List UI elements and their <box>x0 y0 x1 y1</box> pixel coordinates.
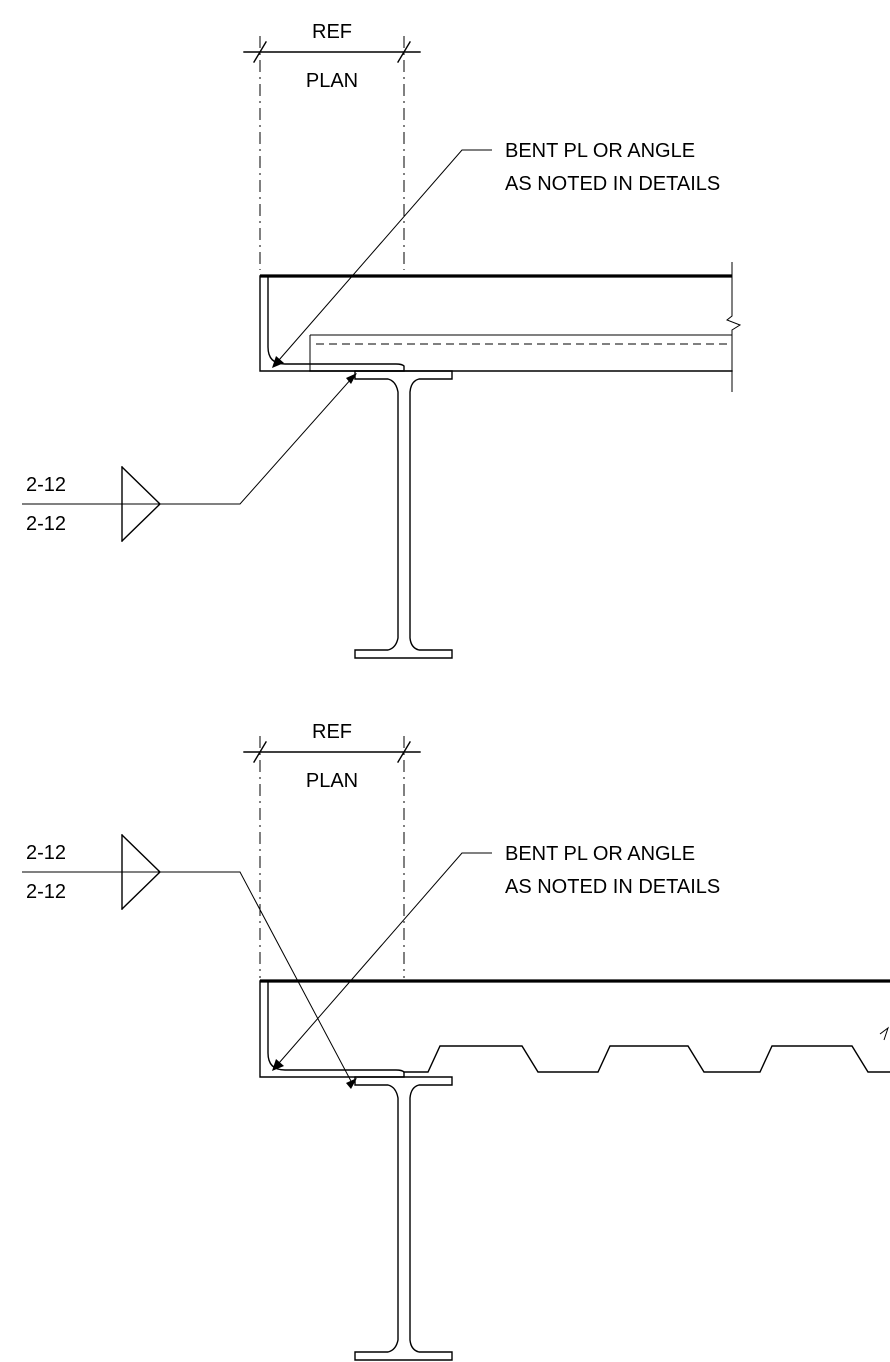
weld-bottom-label: 2-12 <box>26 513 66 535</box>
concrete-slab <box>260 262 742 392</box>
detail-2: REF PLAN BENT PL OR ANGLE AS NOTED IN DE… <box>22 721 890 1361</box>
note-line-2: AS NOTED IN DETAILS <box>505 173 720 195</box>
weld-symbol: 2-12 2-12 <box>22 834 357 1089</box>
ref-label: REF <box>312 721 352 743</box>
break-line <box>726 262 742 392</box>
plate-note: BENT PL OR ANGLE AS NOTED IN DETAILS <box>272 843 720 1071</box>
bent-plate <box>259 275 405 372</box>
bent-plate <box>259 980 405 1078</box>
metal-deck-slab <box>260 979 890 1073</box>
leader-arrow <box>272 356 284 368</box>
weld-top-label: 2-12 <box>26 474 66 496</box>
steel-beam <box>354 370 453 659</box>
note-line-1: BENT PL OR ANGLE <box>505 140 695 162</box>
ref-dimension: REF PLAN <box>243 21 421 270</box>
note-line-2: AS NOTED IN DETAILS <box>505 876 720 898</box>
weld-arrow <box>346 1078 357 1089</box>
ref-label: REF <box>312 21 352 43</box>
metal-deck <box>403 1045 890 1073</box>
note-line-1: BENT PL OR ANGLE <box>505 843 695 865</box>
detail-1: REF PLAN BENT PL OR ANGLE AS NOTED IN DE… <box>22 21 742 659</box>
weld-arrow <box>346 373 357 384</box>
steel-beam <box>354 1076 453 1361</box>
plate-note: BENT PL OR ANGLE AS NOTED IN DETAILS <box>272 140 720 368</box>
plan-label: PLAN <box>306 770 358 792</box>
plan-label: PLAN <box>306 70 358 92</box>
ref-dimension: REF PLAN <box>243 721 421 978</box>
weld-bottom-label: 2-12 <box>26 881 66 903</box>
weld-top-label: 2-12 <box>26 842 66 864</box>
break-line <box>879 1026 889 1041</box>
weld-symbol: 2-12 2-12 <box>22 373 357 542</box>
